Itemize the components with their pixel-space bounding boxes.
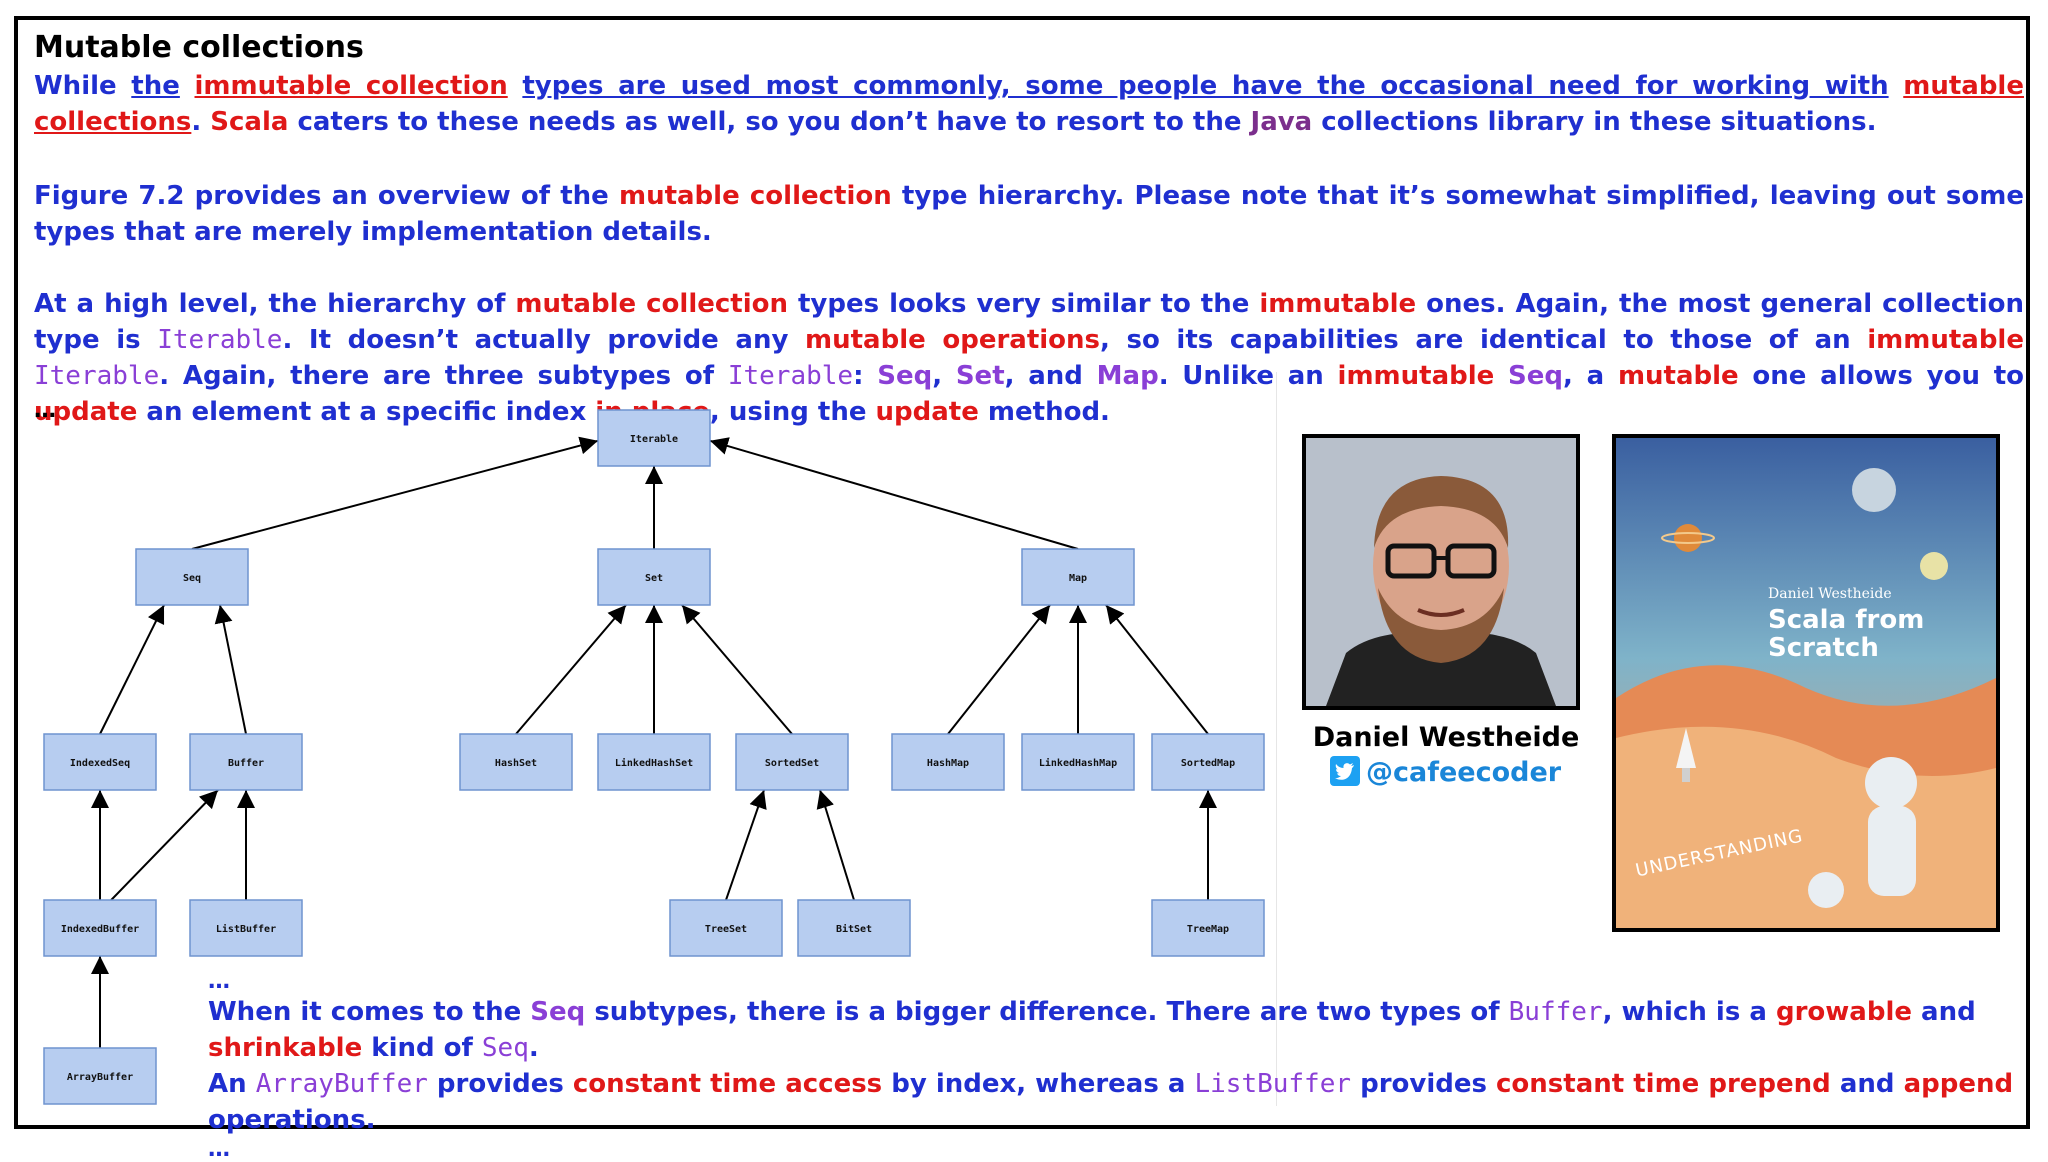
node-label-hashmap: HashMap (927, 758, 969, 769)
author-name: Daniel Westheide (1312, 722, 1580, 753)
author-photo (1302, 434, 1580, 710)
node-indexedbuffer: IndexedBuffer (43, 899, 157, 957)
node-buffer: Buffer (189, 733, 303, 791)
edge-seq-to-iterable (191, 436, 599, 550)
node-arraybuffer: ArrayBuffer (43, 1047, 157, 1105)
node-hashmap: HashMap (891, 733, 1005, 791)
node-set: Set (597, 548, 711, 606)
edge-treeset-to-sortedset (725, 789, 767, 901)
node-label-seq: Seq (183, 573, 201, 584)
node-label-listbuffer: ListBuffer (216, 923, 276, 935)
edge-hashmap-to-map (947, 604, 1051, 735)
node-label-indexedseq: IndexedSeq (70, 758, 130, 769)
node-label-buffer: Buffer (228, 758, 264, 769)
node-label-hashset: HashSet (495, 758, 537, 769)
node-label-bitset: BitSet (836, 923, 872, 935)
book-author: Daniel Westheide (1768, 586, 1892, 602)
node-label-map: Map (1069, 573, 1087, 584)
node-listbuffer: ListBuffer (189, 899, 303, 957)
edge-indexedbuffer-to-buffer (110, 789, 219, 901)
node-label-indexedbuffer: IndexedBuffer (61, 924, 139, 935)
node-label-set: Set (645, 573, 663, 584)
edge-bitset-to-sortedset (816, 789, 855, 901)
ellipsis-bottom-end: … (208, 1137, 230, 1162)
node-label-sortedset: SortedSet (765, 758, 819, 769)
edge-hashset-to-set (515, 604, 627, 735)
edge-indexedseq-to-seq (99, 604, 165, 735)
diagram-edges (91, 436, 1217, 1048)
node-iterable: Iterable (597, 409, 711, 467)
paragraph-overview: Figure 7.2 provides an overview of the m… (34, 181, 2024, 247)
node-linkedhashmap: LinkedHashMap (1021, 733, 1135, 791)
edge-sortedset-to-set (681, 604, 793, 735)
paragraph-hierarchy: At a high level, the hierarchy of mutabl… (34, 289, 2025, 427)
node-label-treemap: TreeMap (1187, 924, 1229, 935)
node-label-sortedmap: SortedMap (1181, 758, 1235, 769)
edge-map-to-iterable (709, 437, 1079, 550)
column-separator (1276, 372, 1277, 1106)
book-title: Scala from Scratch (1768, 605, 1925, 663)
edge-sortedmap-to-map (1105, 604, 1209, 735)
node-label-linkedhashset: LinkedHashSet (615, 757, 693, 769)
node-bitset: BitSet (797, 899, 911, 957)
twitter-icon (1330, 756, 1360, 786)
ellipsis-top: … (34, 398, 56, 423)
node-label-arraybuffer: ArrayBuffer (67, 1072, 133, 1083)
node-sortedset: SortedSet (735, 733, 849, 791)
node-label-treeset: TreeSet (705, 924, 747, 935)
bottom-commentary: … When it comes to the Seq subtypes, the… (208, 970, 2018, 1162)
node-indexedseq: IndexedSeq (43, 733, 157, 791)
node-treeset: TreeSet (669, 899, 783, 957)
node-linkedhashset: LinkedHashSet (597, 733, 711, 791)
book-cover-scala-from-scratch: Daniel Westheide Scala from Scratch UNDE… (1612, 434, 2000, 932)
slide-title: Mutable collections (34, 30, 364, 65)
node-hashset: HashSet (459, 733, 573, 791)
node-label-iterable: Iterable (630, 434, 678, 445)
node-treemap: TreeMap (1151, 899, 1265, 957)
node-seq: Seq (135, 548, 249, 606)
node-map: Map (1021, 548, 1135, 606)
ellipsis-bottom-top: … (208, 969, 230, 994)
node-sortedmap: SortedMap (1151, 733, 1265, 791)
paragraph-intro: While the immutable collection types are… (34, 71, 2024, 137)
edge-buffer-to-seq (214, 604, 247, 735)
node-label-linkedhashmap: LinkedHashMap (1039, 757, 1117, 769)
author-handle[interactable]: @cafeecoder (1330, 756, 1561, 788)
